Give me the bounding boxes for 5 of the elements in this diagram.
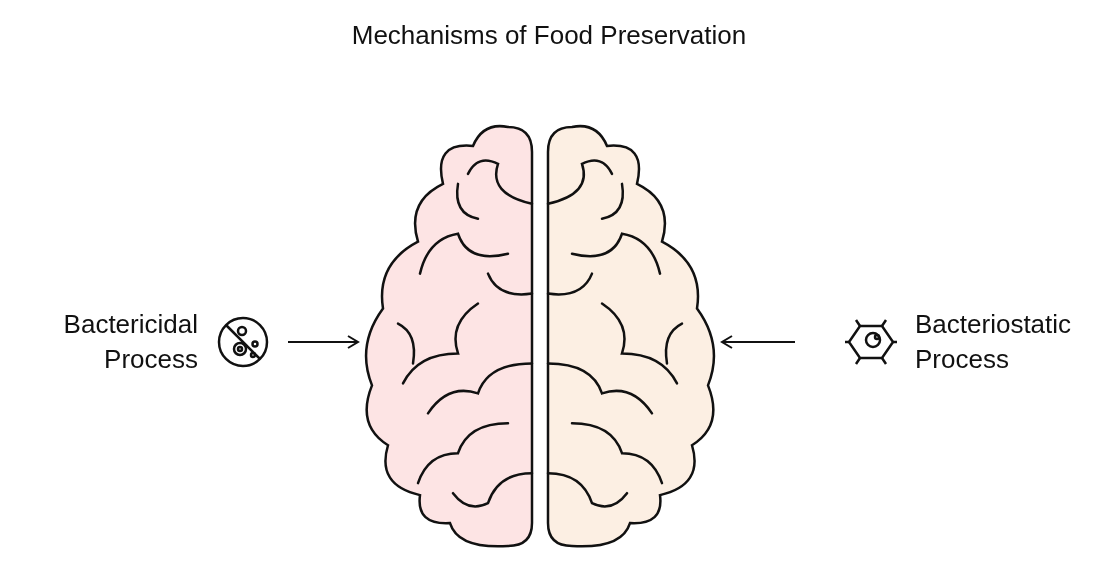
process-label: Bacteriostatic Process <box>915 308 1073 376</box>
arrow <box>721 335 796 349</box>
diagram-title: Mechanisms of Food Preservation <box>350 20 748 51</box>
arrow <box>287 335 359 349</box>
process-label: Bactericidal Process <box>62 308 198 376</box>
